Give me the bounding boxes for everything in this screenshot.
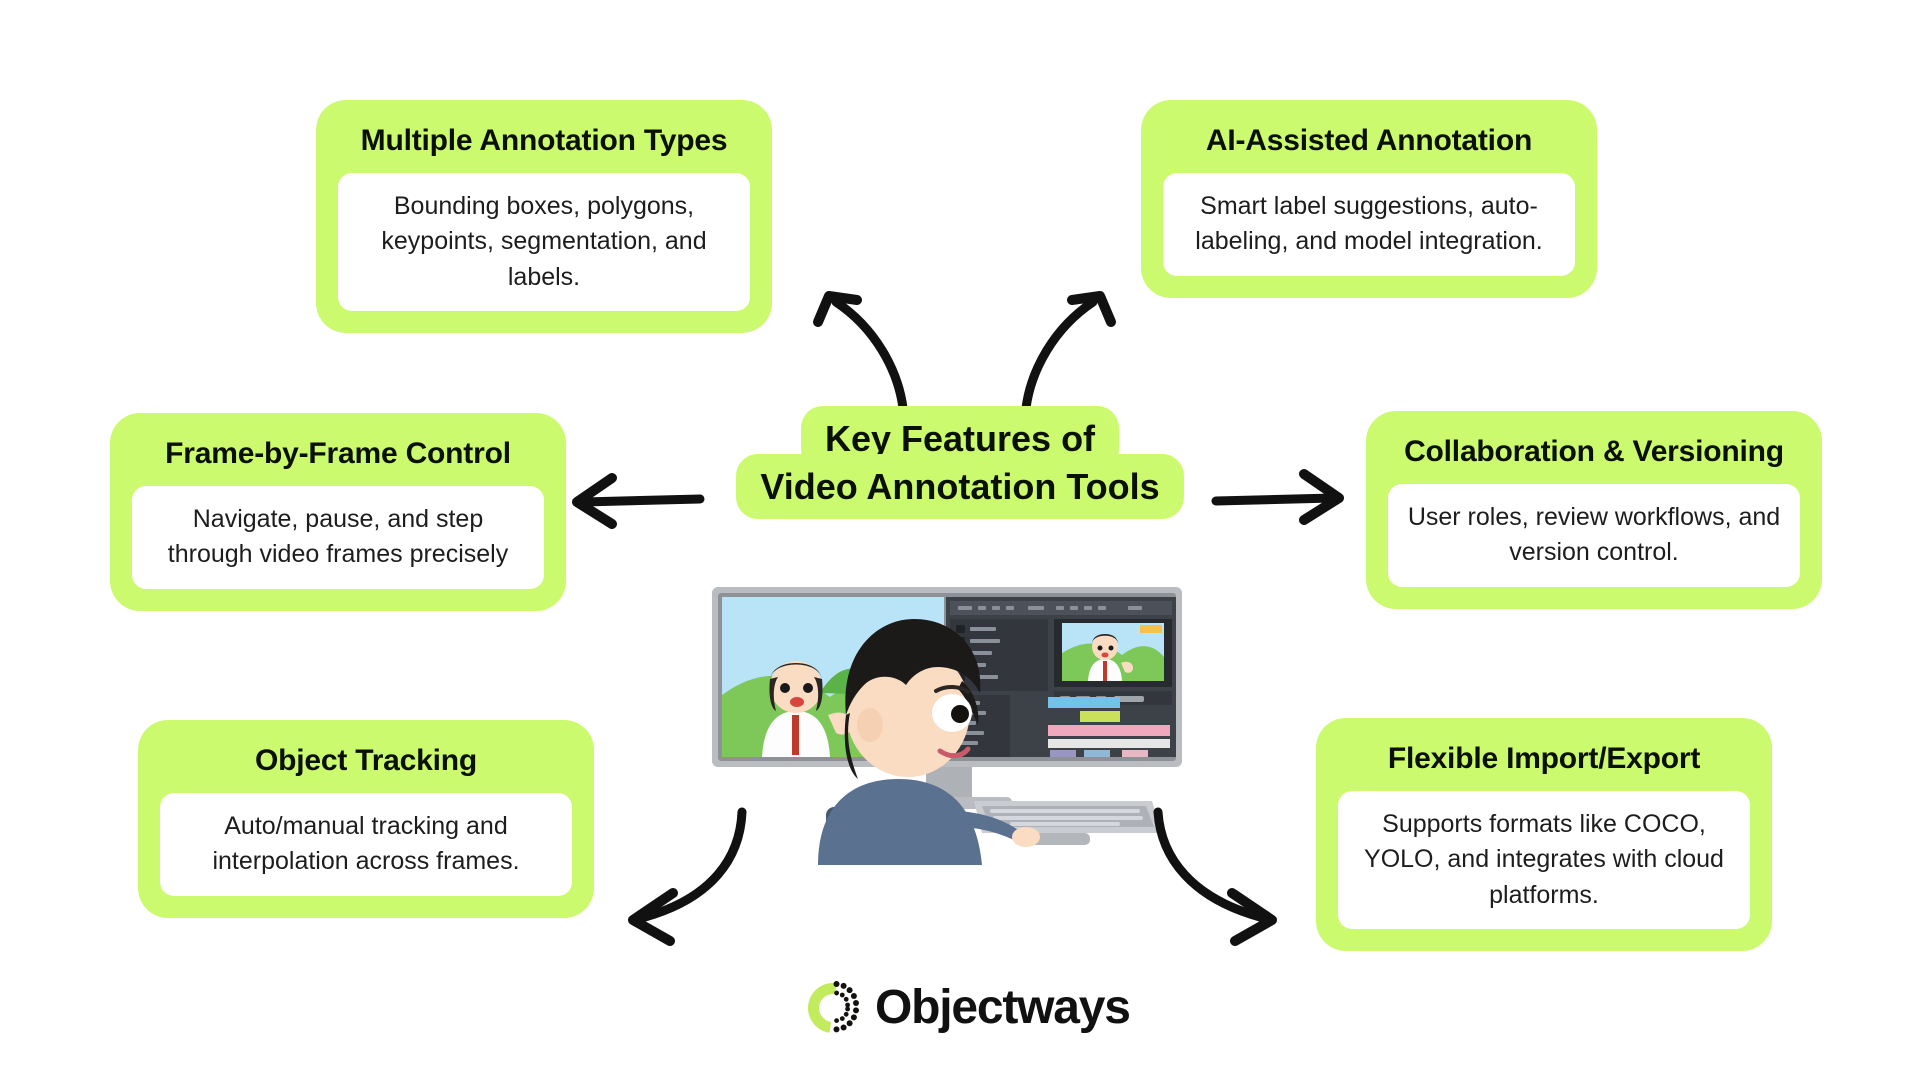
arrow-to-ai-assisted-annotation (1021, 291, 1116, 413)
feature-card-multiple-annotation-types[interactable]: Multiple Annotation Types Bounding boxes… (316, 100, 772, 333)
feature-card-flexible-import-export[interactable]: Flexible Import/Export Supports formats … (1316, 718, 1772, 951)
feature-card-title: Collaboration & Versioning (1404, 435, 1784, 468)
feature-card-title: Flexible Import/Export (1387, 742, 1701, 775)
feature-card-object-tracking[interactable]: Object Tracking Auto/manual tracking and… (138, 720, 594, 918)
center-title: Key Features of Video Annotation Tools (710, 412, 1210, 514)
arrow-to-frame-by-frame-control (572, 473, 705, 529)
arrow-to-collaboration-versioning (1211, 469, 1344, 525)
feature-card-body: Navigate, pause, and step through video … (132, 485, 544, 589)
video-editor-workstation-illustration (712, 587, 1182, 865)
feature-card-body: User roles, review workflows, and versio… (1388, 483, 1800, 587)
center-title-line-1: Key Features of (806, 412, 1114, 465)
brand-logo-lockup[interactable]: Objectways (805, 980, 1131, 1036)
feature-card-body: Supports formats like COCO, YOLO, and in… (1338, 790, 1750, 929)
feature-card-title: Object Tracking (254, 744, 478, 777)
feature-card-body: Bounding boxes, polygons, keypoints, seg… (338, 172, 750, 311)
feature-card-title: AI-Assisted Annotation (1205, 124, 1533, 157)
feature-card-title: Frame-by-Frame Control (165, 437, 511, 470)
center-title-line-2: Video Annotation Tools (742, 460, 1178, 514)
feature-card-ai-assisted-annotation[interactable]: AI-Assisted Annotation Smart label sugge… (1141, 100, 1597, 298)
feature-card-title: Multiple Annotation Types (360, 124, 728, 157)
feature-card-frame-by-frame-control[interactable]: Frame-by-Frame Control Navigate, pause, … (110, 413, 566, 611)
feature-card-collaboration-versioning[interactable]: Collaboration & Versioning User roles, r… (1366, 411, 1822, 609)
objectways-ring-icon (808, 981, 859, 1033)
feature-card-body: Smart label suggestions, auto-labeling, … (1163, 172, 1575, 276)
arrow-to-multiple-annotation-types (813, 291, 908, 413)
feature-card-body: Auto/manual tracking and interpolation a… (160, 792, 572, 896)
brand-wordmark: Objectways (875, 981, 1131, 1034)
